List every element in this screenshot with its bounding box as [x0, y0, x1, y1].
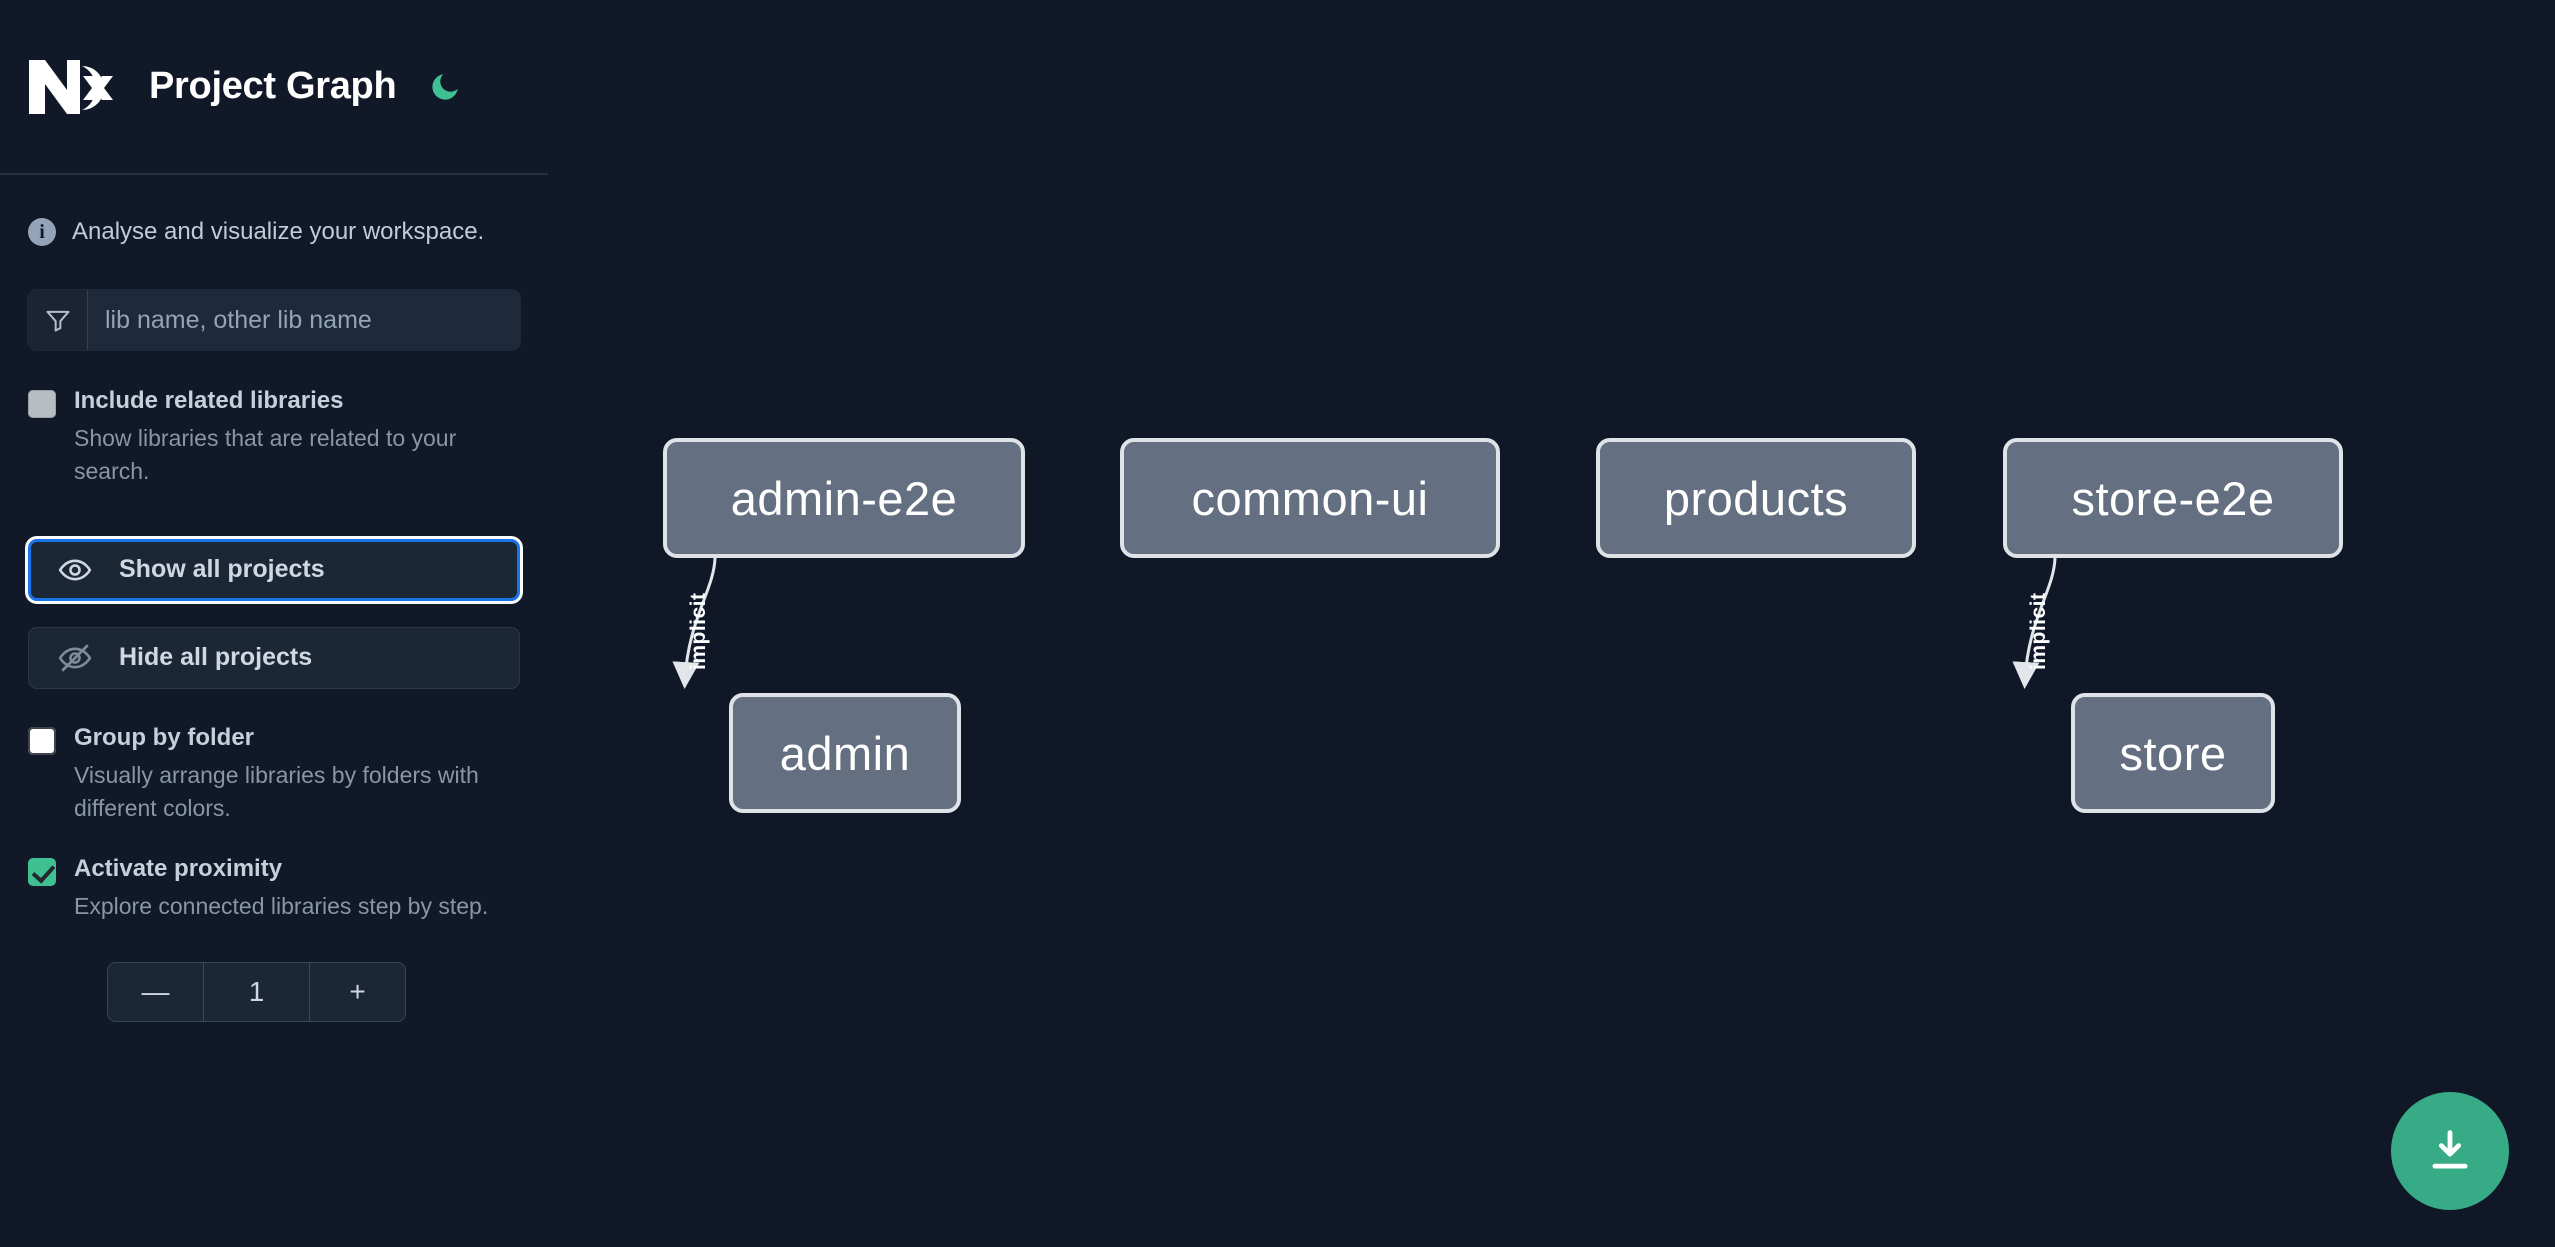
graph-node-common-ui[interactable]: common-ui — [1120, 438, 1500, 558]
show-all-projects-wrap: Show all projects — [0, 538, 548, 601]
moon-icon[interactable] — [424, 66, 466, 108]
nx-logo-icon — [27, 58, 115, 116]
search-input[interactable] — [88, 290, 520, 350]
option-description: Show libraries that are related to your … — [74, 425, 457, 485]
filter-row — [0, 247, 548, 350]
hide-all-projects-button[interactable]: Hide all projects — [28, 626, 520, 689]
graph-canvas[interactable]: implicit implicit admin-e2e common-ui pr… — [548, 0, 2555, 1247]
stepper-value: 1 — [204, 962, 309, 1021]
graph-node-store[interactable]: store — [2071, 693, 2275, 813]
stepper-decrement-button[interactable]: — — [108, 962, 204, 1021]
option-activate-proximity[interactable]: Activate proximity Explore connected lib… — [0, 854, 548, 923]
graph-node-store-e2e[interactable]: store-e2e — [2003, 438, 2343, 558]
edge-label-admin: implicit — [687, 592, 710, 670]
filter-box[interactable] — [28, 290, 520, 350]
eye-off-icon — [57, 640, 93, 676]
option-label: Activate proximity — [74, 855, 283, 883]
option-include-related-libraries[interactable]: Include related libraries Show libraries… — [0, 386, 548, 489]
graph-node-admin[interactable]: admin — [729, 693, 961, 813]
edge-label-store: implicit — [2027, 592, 2050, 670]
sidebar-body: i Analyse and visualize your workspace. … — [0, 175, 548, 1022]
show-all-projects-button[interactable]: Show all projects — [28, 538, 520, 601]
hide-all-projects-label: Hide all projects — [119, 643, 313, 672]
sidebar: Project Graph i Analyse and visualize yo… — [0, 0, 548, 1247]
stepper-increment-button[interactable]: + — [309, 962, 405, 1021]
info-icon: i — [28, 218, 56, 246]
download-icon — [2432, 1130, 2468, 1169]
option-group-by-folder[interactable]: Group by folder Visually arrange librari… — [0, 723, 548, 826]
eye-icon — [57, 552, 93, 588]
tagline: i Analyse and visualize your workspace. — [0, 175, 548, 247]
show-all-projects-label: Show all projects — [119, 555, 325, 584]
checkbox-activate-proximity[interactable] — [28, 858, 56, 887]
proximity-stepper-wrap: — 1 + — [0, 961, 548, 1022]
page-title: Project Graph — [149, 65, 397, 107]
graph-node-products[interactable]: products — [1596, 438, 1916, 558]
option-label: Group by folder — [74, 723, 254, 751]
option-description: Visually arrange libraries by folders wi… — [74, 761, 479, 822]
download-graph-button[interactable] — [2391, 1092, 2509, 1210]
sidebar-header: Project Graph — [0, 0, 548, 175]
checkbox-include-related-libraries[interactable] — [28, 390, 56, 418]
graph-edges — [672, 557, 2057, 689]
funnel-icon — [28, 290, 88, 350]
option-description: Explore connected libraries step by step… — [74, 893, 489, 920]
tagline-text: Analyse and visualize your workspace. — [72, 218, 485, 245]
checkbox-group-by-folder[interactable] — [28, 726, 56, 755]
hide-all-projects-wrap: Hide all projects — [0, 626, 548, 689]
option-label: Include related libraries — [74, 387, 344, 414]
graph-node-admin-e2e[interactable]: admin-e2e — [663, 438, 1025, 558]
quantity-stepper: — 1 + — [107, 961, 406, 1022]
